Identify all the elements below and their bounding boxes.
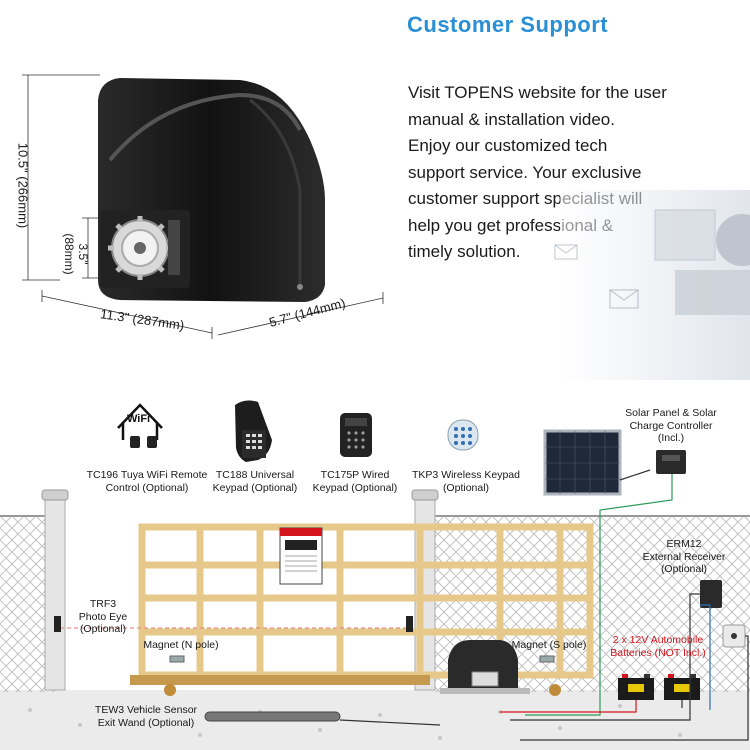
tc196-label-line: Control (Optional) xyxy=(105,481,189,494)
batteries-label-line: 2 x 12V Automobile xyxy=(612,634,704,646)
solar-label-line: Charge Controller xyxy=(629,419,713,432)
tc175p-label-line: Keypad (Optional) xyxy=(312,481,398,494)
tew3-label-line: Exit Wand (Optional) xyxy=(97,716,195,729)
dim-height-label: 10.5" (266mm) xyxy=(15,142,31,229)
gate-wheel xyxy=(164,684,176,696)
dim-gear-height-bottom: (88mm) xyxy=(62,233,76,275)
erm12-label-line: External Receiver xyxy=(642,550,726,563)
batteries-label-line: Batteries (NOT Incl.) xyxy=(610,646,706,659)
page-title: Customer Support xyxy=(407,12,609,37)
erm12-label: ERM12 External Receiver (Optional) xyxy=(630,538,738,576)
tkp3-label: TKP3 Wireless Keypad (Optional) xyxy=(408,469,524,494)
wiring xyxy=(339,469,749,741)
gate-opener-installed xyxy=(440,640,530,694)
office-background xyxy=(554,190,750,380)
tc188-label: TC188 Universal Keypad (Optional) xyxy=(205,469,305,494)
dim-gear-height-top: 3.5" xyxy=(76,243,90,265)
magnet-s-label: Magnet (S pole) xyxy=(511,639,587,651)
erm12-receiver-icon xyxy=(700,580,722,608)
gate-opener-main xyxy=(98,78,325,302)
description-line: support service. Your exclusive xyxy=(408,162,642,182)
tkp3-label-line: TKP3 Wireless Keypad xyxy=(412,469,520,481)
tkp3-keypad-icon xyxy=(447,419,479,451)
magnet-n-label: Magnet (N pole) xyxy=(143,639,219,651)
dim-gear-height-label: 3.5" (88mm) xyxy=(62,224,90,284)
erm12-label-line: ERM12 xyxy=(666,538,702,550)
ground-gravel xyxy=(28,704,682,740)
trf3-label: TRF3 Photo Eye (Optional) xyxy=(68,598,138,636)
tc196-label: TC196 Tuya WiFi Remote Control (Optional… xyxy=(82,469,212,494)
solar-label-line: Solar Panel & Solar xyxy=(625,407,717,419)
trf3-label-line: (Optional) xyxy=(79,623,127,635)
wifi-remote-icon xyxy=(117,403,163,448)
exit-wand-icon xyxy=(204,711,341,722)
tc175p-label: TC175P Wired Keypad (Optional) xyxy=(305,469,405,494)
description-line: timely solution. xyxy=(408,242,521,261)
trf3-label-line: TRF3 xyxy=(89,598,117,610)
magnet-s xyxy=(539,655,555,663)
tc188-label-line: Keypad (Optional) xyxy=(212,481,298,494)
tew3-label-line: TEW3 Vehicle Sensor xyxy=(94,704,198,716)
gear-rack xyxy=(130,675,430,685)
trf3-label-line: Photo Eye xyxy=(78,610,128,623)
fence-posts xyxy=(41,489,439,691)
tc175p-keypad-icon xyxy=(340,413,372,457)
erm12-label-line: (Optional) xyxy=(660,563,708,575)
battery-icons xyxy=(618,674,700,700)
batteries-label: 2 x 12V Automobile Batteries (NOT Incl.) xyxy=(604,634,712,659)
photo-eye-right xyxy=(406,616,413,632)
tkp3-label-line: (Optional) xyxy=(442,481,490,494)
wifi-label: WiFi xyxy=(127,413,151,425)
dimension-lines xyxy=(22,74,384,339)
photo-eye-left xyxy=(54,616,61,632)
solar-panel-icon xyxy=(543,429,622,496)
gate-wheel xyxy=(549,684,561,696)
tc196-label-line: TC196 Tuya WiFi Remote xyxy=(86,469,208,481)
solar-label: Solar Panel & Solar Charge Controller (I… xyxy=(616,407,726,445)
tc188-keypad-icon xyxy=(235,400,272,462)
tc188-label-line: TC188 Universal xyxy=(215,469,295,481)
tew3-label: TEW3 Vehicle Sensor Exit Wand (Optional) xyxy=(90,704,202,729)
description-line: Visit TOPENS website for the user xyxy=(408,83,667,102)
warning-sign xyxy=(279,527,323,585)
solar-label-line: (Incl.) xyxy=(657,432,685,444)
charge-controller-icon xyxy=(656,450,686,474)
tc175p-label-line: TC175P Wired xyxy=(320,469,390,481)
description-line: manual & installation video. xyxy=(408,109,615,129)
magnet-n xyxy=(169,655,185,663)
description-line: Enjoy our customized tech xyxy=(408,136,608,155)
